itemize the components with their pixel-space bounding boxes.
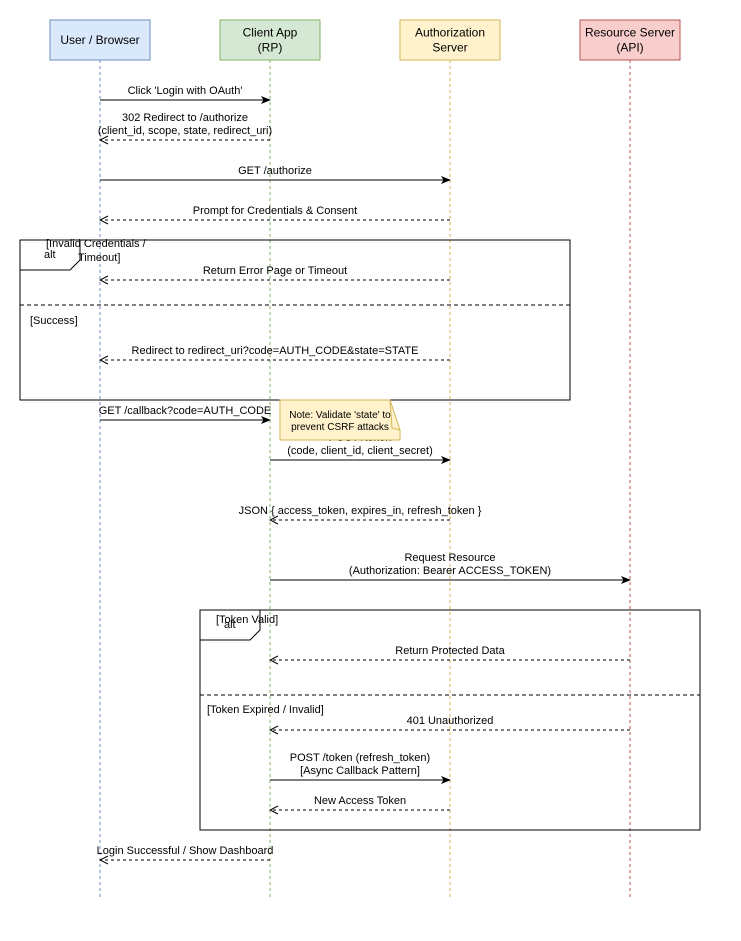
fragment-guard: Timeout] [78, 252, 120, 264]
participant-label-client: (RP) [258, 41, 283, 55]
message-label: (code, client_id, client_secret) [287, 445, 433, 457]
fragment-frame [19, 239, 571, 401]
message-label: New Access Token [314, 795, 406, 807]
participant-box-client [219, 19, 321, 61]
message-14: New Access Token [270, 795, 450, 810]
message-label: (Authorization: Bearer ACCESS_TOKEN) [349, 565, 551, 577]
participants: User / Browser Client App(RP) Authorizatio… [49, 19, 681, 61]
lifelines [99, 60, 631, 898]
alt-fragment: alt[Token Valid] [Token Expired / Invalid… [199, 609, 701, 831]
message-5: Return Error Page or Timeout [100, 265, 450, 280]
participant-label-client: Client App [243, 26, 298, 40]
message-label: [Async Callback Pattern] [300, 765, 420, 777]
participant-label-auth: Authorization [415, 26, 485, 40]
participant-label-resource: (API) [616, 41, 643, 55]
note-text: Note: Validate 'state' to [289, 410, 391, 421]
fragment-tab [199, 609, 261, 641]
note-fold [389, 399, 401, 431]
message-label: (client_id, scope, state, redirect_uri) [98, 125, 272, 137]
participant-resource: Resource Server(API) [579, 19, 681, 61]
message-label: Login Successful / Show Dashboard [97, 845, 274, 857]
fragment-guard: [Token Valid] [216, 614, 278, 626]
message-6: Redirect to redirect_uri?code=AUTH_CODE&… [100, 345, 450, 360]
participant-client: Client App(RP) [219, 19, 321, 61]
participant-box-auth [399, 19, 501, 61]
fragment-operator: alt [44, 249, 56, 261]
message-label: 302 Redirect to /authorize [122, 112, 248, 124]
fragment-else-guard: [Success] [30, 315, 78, 327]
message-9: JSON { access_token, expires_in, refresh… [239, 505, 482, 520]
message-11: Return Protected Data [270, 645, 630, 660]
participant-label-user: User / Browser [60, 33, 139, 47]
fragment-guard: [Invalid Credentials / [46, 238, 147, 250]
message-label: Request Resource [404, 552, 495, 564]
participant-label-resource: Resource Server [585, 26, 675, 40]
message-12: 401 Unauthorized [270, 715, 630, 730]
message-label: POST /token (refresh_token) [290, 752, 430, 764]
participant-user: User / Browser [49, 19, 151, 61]
message-1: Click 'Login with OAuth' [100, 85, 271, 104]
fragment-tab [19, 239, 81, 271]
message-2: 302 Redirect to /authorize(client_id, sc… [98, 112, 272, 140]
participant-box-resource [579, 19, 681, 61]
message-label: 401 Unauthorized [407, 715, 494, 727]
message-3: GET /authorize [100, 165, 451, 184]
fragments: alt[Invalid Credentials /Timeout][Succes… [19, 238, 701, 831]
message-label: JSON { access_token, expires_in, refresh… [239, 505, 482, 517]
alt-fragment: alt[Invalid Credentials / Timeout] [Succes… [19, 238, 571, 401]
fragment-else-guard: [Token Expired / Invalid] [207, 704, 324, 716]
message-label: Redirect to redirect_uri?code=AUTH_CODE&… [132, 345, 419, 357]
message-label: Return Protected Data [395, 645, 505, 657]
message-13: POST /token (refresh_token)[Async Callba… [270, 752, 451, 784]
participant-box-user [49, 19, 151, 61]
message-15: Login Successful / Show Dashboard [97, 845, 274, 860]
messages: Click 'Login with OAuth' 302 Redirect to … [97, 85, 631, 860]
fragment-frame [199, 609, 701, 831]
message-label: Prompt for Credentials & Consent [193, 205, 357, 217]
message-label: Click 'Login with OAuth' [128, 85, 243, 97]
message-7: GET /callback?code=AUTH_CODE [99, 405, 272, 424]
message-label: GET /authorize [238, 165, 312, 177]
note-box [279, 399, 401, 441]
message-label: Return Error Page or Timeout [203, 265, 347, 277]
fragment-operator: alt [224, 619, 236, 631]
message-label: GET /callback?code=AUTH_CODE [99, 405, 272, 417]
note-text: prevent CSRF attacks [291, 422, 389, 433]
message-4: Prompt for Credentials & Consent [100, 205, 450, 220]
message-10: Request Resource(Authorization: Bearer A… [270, 552, 631, 584]
participant-label-auth: Server [432, 41, 467, 55]
